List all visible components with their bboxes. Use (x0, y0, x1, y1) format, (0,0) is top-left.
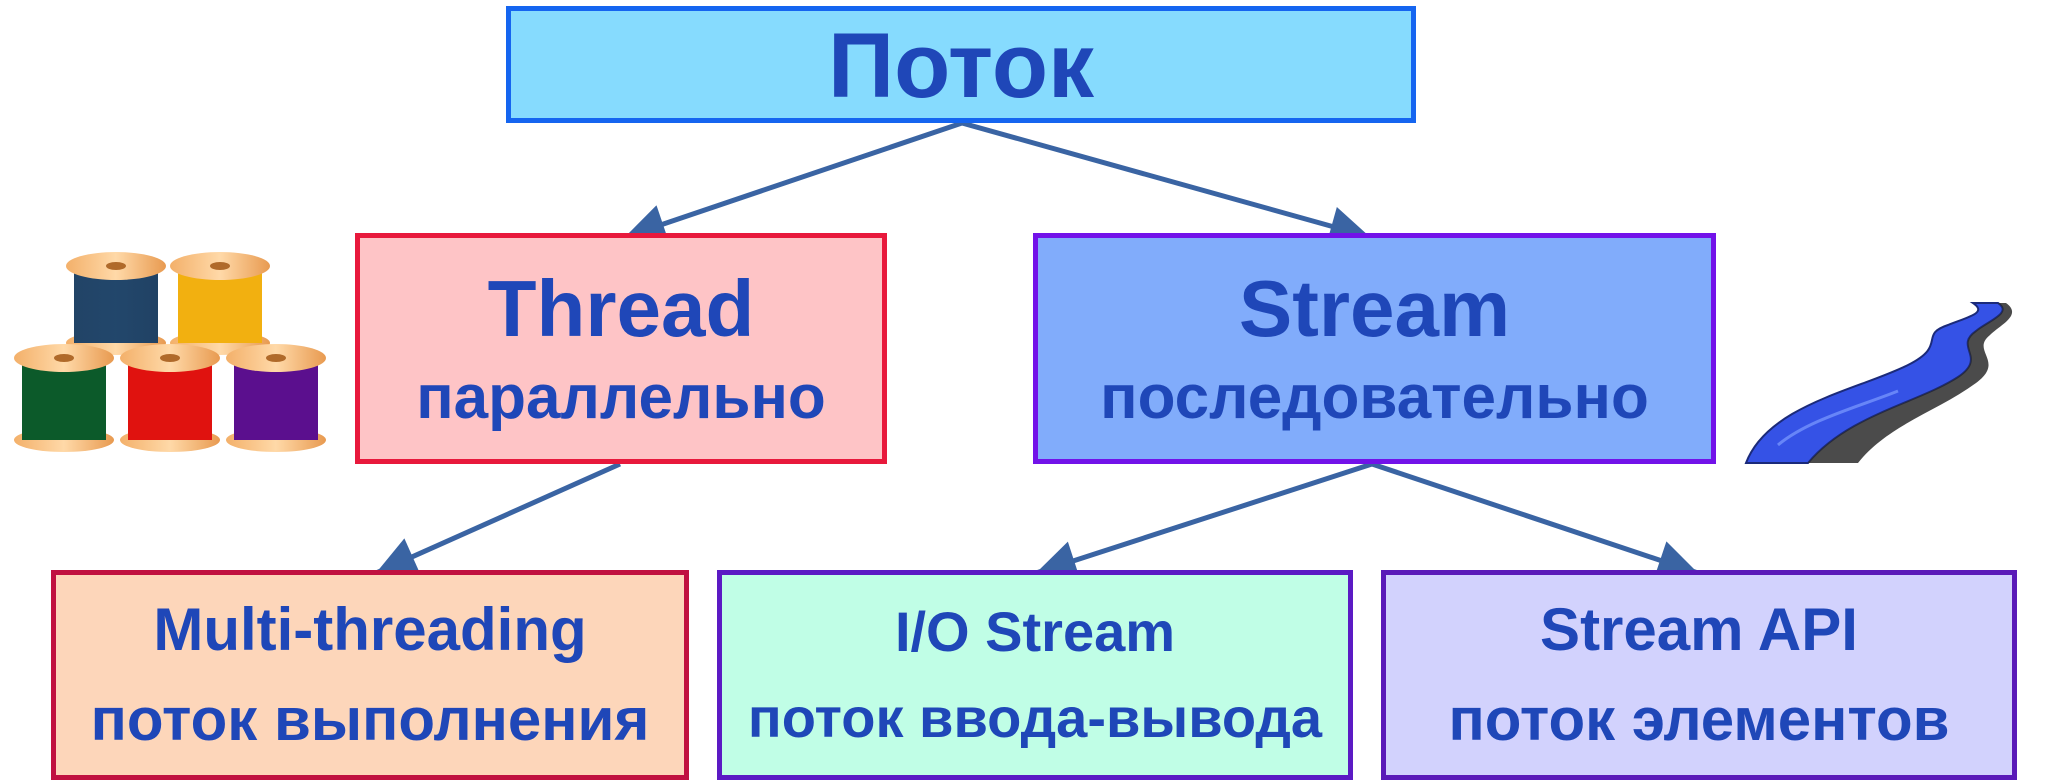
io-stream-subtitle: поток ввода-вывода (747, 686, 1323, 749)
stream-node: Stream последовательно (1033, 233, 1716, 464)
io-stream-title: I/O Stream (894, 600, 1176, 663)
spool-purple (226, 344, 326, 452)
arrow-thread-to-multithreading (374, 461, 622, 576)
spool-green (14, 344, 114, 452)
spool-yellow (170, 252, 270, 355)
thread-subtitle: параллельно (416, 362, 826, 432)
stream-api-node: Stream API поток элементов (1381, 570, 2017, 780)
arrow-root-to-stream (961, 120, 1371, 246)
io-stream-node: I/O Stream поток ввода-вывода (717, 570, 1353, 780)
stream-subtitle: последовательно (1100, 362, 1649, 432)
thread-title: Thread (487, 263, 755, 353)
stream-api-subtitle: поток элементов (1448, 686, 1950, 753)
thread-spools-icon (14, 252, 326, 452)
root-node: Поток (506, 6, 1416, 123)
stream-api-title: Stream API (1540, 596, 1858, 663)
stream-title: Stream (1238, 263, 1511, 353)
arrow-stream-to-io (1035, 461, 1373, 580)
multithreading-subtitle: поток выполнения (90, 686, 650, 753)
spool-navy (66, 252, 166, 355)
spool-red (120, 344, 220, 452)
arrow-root-to-thread (624, 120, 963, 244)
multithreading-node: Multi-threading поток выполнения (51, 570, 689, 780)
arrow-stream-to-api (1371, 461, 1699, 580)
river-icon (1744, 302, 2013, 464)
multithreading-title: Multi-threading (153, 596, 587, 663)
thread-node: Thread параллельно (355, 233, 887, 464)
root-title: Поток (827, 14, 1095, 117)
